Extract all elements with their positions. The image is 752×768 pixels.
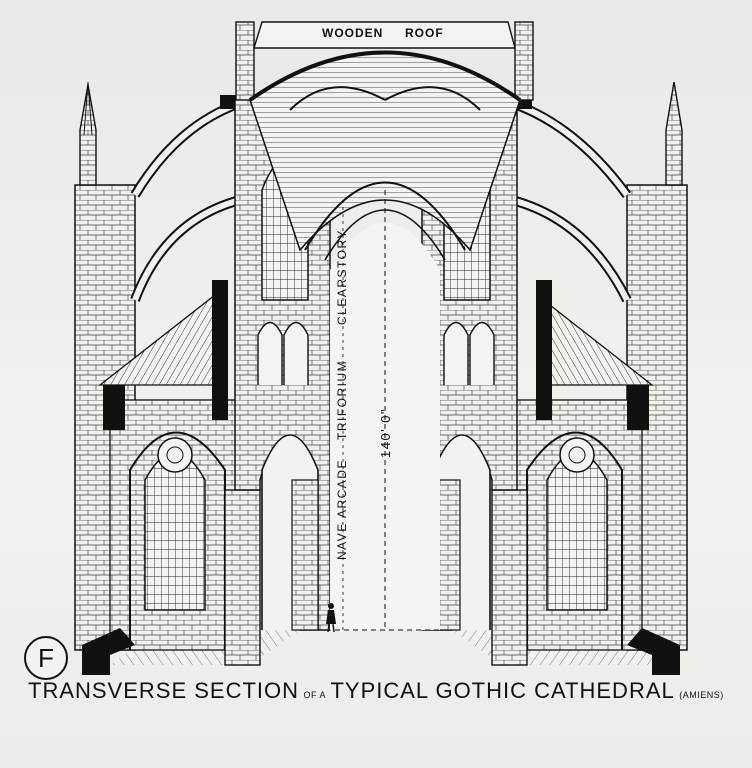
human-figure bbox=[326, 603, 336, 633]
flying-buttress-upper-left-inner bbox=[132, 97, 251, 197]
buttress-block-right-1 bbox=[627, 385, 649, 430]
label-triforium: TRIFORIUM bbox=[335, 359, 349, 440]
flying-buttress-lower-right-inner bbox=[511, 197, 630, 302]
figure-caption: TRANSVERSE SECTION OF A TYPICAL GOTHIC C… bbox=[28, 678, 724, 704]
flying-buttress-upper-right bbox=[500, 95, 632, 198]
figure-badge: F bbox=[24, 636, 68, 680]
buttress-block-right-2 bbox=[536, 280, 552, 420]
vault-rib-outer bbox=[248, 50, 522, 102]
flying-buttress-lower-left-inner bbox=[132, 197, 241, 302]
label-roof: ROOF bbox=[405, 26, 444, 40]
flying-buttress-upper-left bbox=[130, 95, 252, 198]
caption-part1: TRANSVERSE SECTION bbox=[28, 678, 300, 703]
triforium-left bbox=[257, 321, 309, 385]
label-clearstory: CLEARSTORY bbox=[335, 229, 349, 325]
stair-hut-left bbox=[82, 628, 135, 675]
caption-part3: TYPICAL GOTHIC CATHEDRAL bbox=[330, 678, 675, 703]
flying-buttress-lower-right bbox=[510, 195, 632, 303]
buttress-block-left-1 bbox=[103, 385, 125, 430]
left-half bbox=[74, 79, 331, 675]
aisle-window-left bbox=[144, 451, 206, 611]
rose-window-right-inner bbox=[568, 446, 586, 464]
rose-window-right bbox=[559, 437, 595, 473]
nave-centre bbox=[235, 21, 534, 633]
pinnacle-right bbox=[665, 81, 683, 186]
roof-post-right bbox=[514, 21, 534, 101]
rose-window-left-inner bbox=[166, 446, 184, 464]
aisle-arch-right bbox=[526, 431, 623, 650]
nave-pier-right bbox=[491, 489, 528, 666]
vault-rib-right bbox=[384, 86, 481, 111]
pinnacle-left bbox=[79, 84, 97, 186]
vault-rib-left bbox=[289, 86, 386, 111]
flying-buttress-upper-right-inner bbox=[501, 97, 630, 197]
triforium-right bbox=[443, 321, 495, 385]
vault-rib-diagonal bbox=[304, 181, 466, 251]
caption-part4: (AMIENS) bbox=[679, 690, 724, 700]
buttress-block-left-2 bbox=[212, 280, 228, 420]
aisle-window-right bbox=[546, 451, 608, 611]
roof-post-left bbox=[235, 21, 255, 101]
label-height: 140' 0" bbox=[378, 407, 393, 458]
stair-hut-right bbox=[627, 628, 680, 675]
label-wooden: WOODEN bbox=[322, 26, 384, 40]
rose-window-left bbox=[157, 437, 193, 473]
caption-part2: OF A bbox=[303, 690, 327, 700]
aisle-arch-left bbox=[129, 431, 226, 650]
label-nave-arcade: NAVE ARCADE bbox=[335, 459, 349, 560]
pinnacle-spire-left bbox=[83, 81, 93, 136]
wooden-roof-frame bbox=[253, 21, 516, 49]
nave-column-left bbox=[291, 479, 319, 631]
nave-pier-left bbox=[224, 489, 261, 666]
